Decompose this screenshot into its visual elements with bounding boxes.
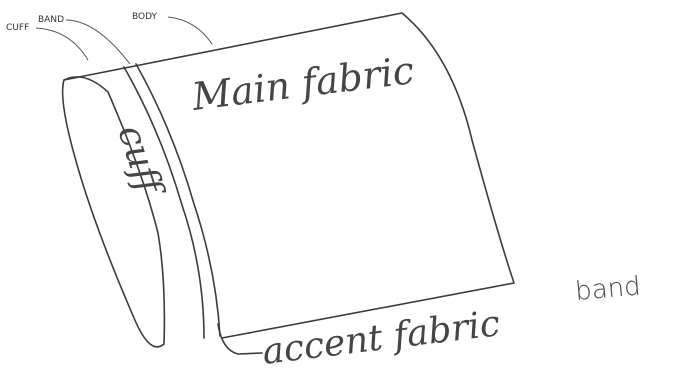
band-seam-right <box>135 63 221 337</box>
cuff-annotation: cuff <box>109 120 171 203</box>
body-leader-line <box>167 16 213 45</box>
main-fabric-annotation: Main fabric <box>189 48 417 119</box>
band-seam-left <box>123 66 205 339</box>
sleeve-body-outline <box>63 12 515 339</box>
band-annotation: band <box>574 271 642 307</box>
band-tag: BAND <box>38 15 64 25</box>
accent-fabric-annotation: accent fabric <box>260 303 502 371</box>
band-leader-line <box>65 19 131 65</box>
body-tag: BODY <box>132 12 158 22</box>
cuff-opening-outline <box>61 76 166 348</box>
cuff-leader-line <box>35 27 89 61</box>
cuff-tag: CUFF <box>6 23 29 33</box>
band-bracket <box>217 323 263 355</box>
